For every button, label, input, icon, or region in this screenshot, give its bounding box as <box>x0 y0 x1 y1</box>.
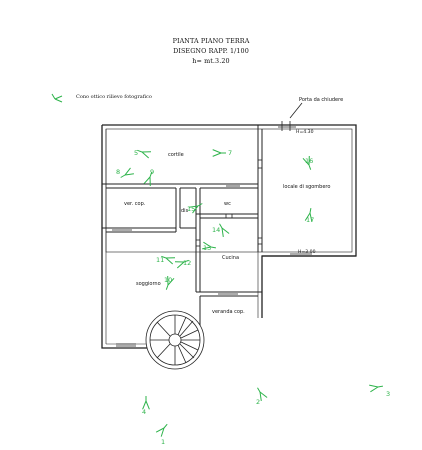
viewpoint-14: 14 <box>212 223 230 237</box>
viewpoint-3: 3 <box>369 384 390 398</box>
viewpoint-cone-ray <box>165 257 174 265</box>
door-mark <box>278 102 303 131</box>
viewpoint-cone-stem <box>377 385 383 388</box>
viewpoint-5: 5 <box>134 149 152 159</box>
viewpoint-number: 10 <box>164 276 172 284</box>
viewpoint-cone-ray <box>259 391 262 401</box>
viewpoint-number: 7 <box>228 149 232 157</box>
viewpoint-cone-stem <box>308 164 312 170</box>
viewpoint-cone-stem <box>183 259 189 263</box>
viewpoint-9: 9 <box>143 168 154 187</box>
viewpoint-cone-ray <box>212 149 222 154</box>
viewpoint-cone-stem <box>219 223 223 229</box>
viewpoint-number: 12 <box>183 259 191 267</box>
viewpoint-cone-ray <box>160 427 165 437</box>
viewpoint-cone-stem <box>120 174 126 178</box>
viewpoint-number: 17 <box>306 216 314 224</box>
viewpoint-8: 8 <box>116 167 134 178</box>
viewpoint-number: 14 <box>212 226 220 234</box>
viewpoint-cone-ray <box>304 212 311 221</box>
plan-title: PIANTA PIANO TERRA <box>172 37 250 45</box>
viewpoint-cone-ray <box>212 152 222 157</box>
viewpoint-cone-ray <box>203 241 212 248</box>
viewpoint-16: 16 <box>302 155 313 170</box>
room-veranda-cop: veranda cop. <box>212 309 245 315</box>
viewpoint-cone-ray <box>309 212 313 222</box>
viewpoint-number: 11 <box>156 256 164 264</box>
viewpoint-number: 1 <box>161 438 165 446</box>
viewpoint-11: 11 <box>156 255 176 265</box>
room-cucina: Cucina <box>222 255 239 261</box>
viewpoint-cone-ray <box>124 167 131 176</box>
viewpoint-cone-ray <box>221 227 224 237</box>
viewpoint-cone-ray <box>155 427 165 433</box>
room-locale-sgombero: locale di sgombero <box>283 184 330 190</box>
viewpoint-number: 2 <box>256 398 260 406</box>
viewpoint-number: 13 <box>203 244 211 252</box>
viewpoint-cone-stem <box>309 208 312 214</box>
viewpoint-cone-ray <box>302 157 310 166</box>
viewpoint-17: 17 <box>304 208 314 224</box>
plan-scale: DISEGNO RAPP. 1/100 <box>173 47 249 55</box>
viewpoint-15: 15 <box>187 203 203 214</box>
room-wc: wc <box>224 201 231 207</box>
viewpoint-cone-stem <box>137 149 143 153</box>
viewpoint-cone-ray <box>142 400 147 410</box>
room-soggiorno: soggiorno <box>136 281 161 287</box>
legend-text: Cono ottico rilievo fotografico <box>76 94 152 100</box>
viewpoint-cone-ray <box>124 173 134 176</box>
viewpoint-number: 4 <box>142 408 146 416</box>
viewpoint-cone-ray <box>202 246 212 250</box>
viewpoint-cone-stem <box>161 255 167 259</box>
viewpoint-4: 4 <box>142 396 150 416</box>
viewpoint-cone-ray <box>167 277 175 286</box>
height-label-cucina: H=3.00 <box>298 249 316 255</box>
spiral-staircase <box>145 310 205 370</box>
viewpoint-cone-ray <box>370 386 379 393</box>
viewpoint-cone-ray <box>259 391 268 398</box>
viewpoint-number: 16 <box>305 157 313 165</box>
viewpoint-number: 15 <box>187 205 195 213</box>
viewpoint-2: 2 <box>256 387 268 406</box>
viewpoint-cone-stem <box>210 246 216 249</box>
viewpoint-cone-stem <box>257 387 261 393</box>
viewpoint-number: 3 <box>386 390 390 398</box>
plan-height: h= mt.3.20 <box>192 57 230 65</box>
viewpoint-12: 12 <box>174 259 191 269</box>
legend-cone-icon <box>51 93 63 103</box>
viewpoint-number: 8 <box>116 168 120 176</box>
viewpoint-cone-ray <box>141 151 150 159</box>
viewpoint-10: 10 <box>164 275 175 290</box>
room-dis: dis <box>181 208 189 214</box>
viewpoint-7: 7 <box>212 149 232 157</box>
window-marks <box>112 159 312 347</box>
height-label-locale: H=4.30 <box>296 129 314 135</box>
viewpoint-cone-ray <box>369 384 379 388</box>
viewpoint-cone-stem <box>197 203 203 207</box>
room-ver-cop: ver. cop. <box>124 201 146 207</box>
viewpoint-cone-ray <box>176 261 185 269</box>
viewpoint-cone-ray <box>145 400 150 410</box>
door-annotation: Porta da chiudere <box>299 97 343 103</box>
room-cortile: cortile <box>168 152 184 158</box>
viewpoint-number: 9 <box>150 168 154 176</box>
viewpoint-cone-stem <box>165 284 169 290</box>
viewpoint-cone-ray <box>143 176 151 185</box>
viewpoint-13: 13 <box>202 241 216 252</box>
viewpoint-cone-ray <box>192 205 199 214</box>
viewpoint-cone-ray <box>221 227 230 234</box>
viewpoint-cone-stem <box>149 172 153 178</box>
viewpoint-cone-stem <box>163 423 168 429</box>
viewpoint-cone-ray <box>189 205 199 208</box>
viewpoint-number: 5 <box>134 149 138 157</box>
viewpoint-1: 1 <box>155 423 168 446</box>
